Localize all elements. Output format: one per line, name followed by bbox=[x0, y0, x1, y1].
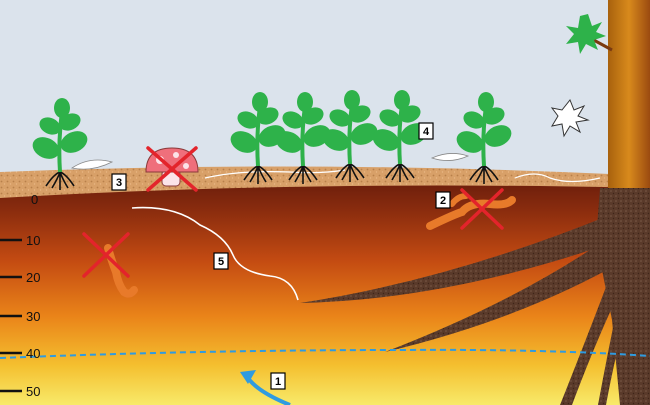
tree-trunk-icon bbox=[608, 0, 650, 196]
plant-icon bbox=[32, 98, 88, 190]
earthworm-icon bbox=[426, 193, 516, 230]
cross-icon bbox=[146, 146, 198, 192]
depth-scale: 0 10 20 30 40 50 bbox=[0, 192, 40, 399]
plant-icon bbox=[372, 90, 428, 182]
marker-1: 1 bbox=[270, 372, 286, 390]
arrow-icon bbox=[240, 370, 291, 405]
svg-text:3: 3 bbox=[116, 177, 122, 189]
surface-line bbox=[204, 169, 346, 179]
tick-label-50: 50 bbox=[26, 384, 40, 399]
marker-3: 3 bbox=[111, 173, 127, 191]
maple-leaf-icon bbox=[566, 14, 613, 54]
maple-leaf-outline-icon bbox=[550, 99, 590, 138]
cross-icon-deep-worm bbox=[82, 232, 130, 278]
tick-label-40: 40 bbox=[26, 346, 40, 361]
cross-icon-worm bbox=[460, 188, 504, 230]
tick-label-10: 10 bbox=[26, 233, 40, 248]
plant-icon bbox=[322, 90, 378, 182]
marker-4: 4 bbox=[418, 122, 434, 140]
svg-text:5: 5 bbox=[218, 256, 224, 268]
plant-icon bbox=[230, 92, 286, 184]
svg-text:1: 1 bbox=[275, 376, 281, 388]
water-table-line bbox=[0, 348, 650, 359]
leaf-icon bbox=[70, 153, 470, 170]
surface-line-right bbox=[514, 173, 601, 183]
marker-5: 5 bbox=[213, 252, 229, 270]
tick-label-30: 30 bbox=[26, 309, 40, 324]
tick-label-0: 0 bbox=[31, 192, 38, 207]
marker-2: 2 bbox=[435, 191, 451, 209]
tick-label-20: 20 bbox=[26, 270, 40, 285]
plants-row bbox=[32, 90, 512, 190]
pathway-line-5 bbox=[131, 206, 299, 301]
svg-text:4: 4 bbox=[423, 126, 430, 138]
svg-text:2: 2 bbox=[440, 195, 446, 207]
tree-roots bbox=[300, 188, 650, 405]
soil-layers bbox=[0, 183, 650, 405]
plant-icon bbox=[456, 92, 512, 184]
